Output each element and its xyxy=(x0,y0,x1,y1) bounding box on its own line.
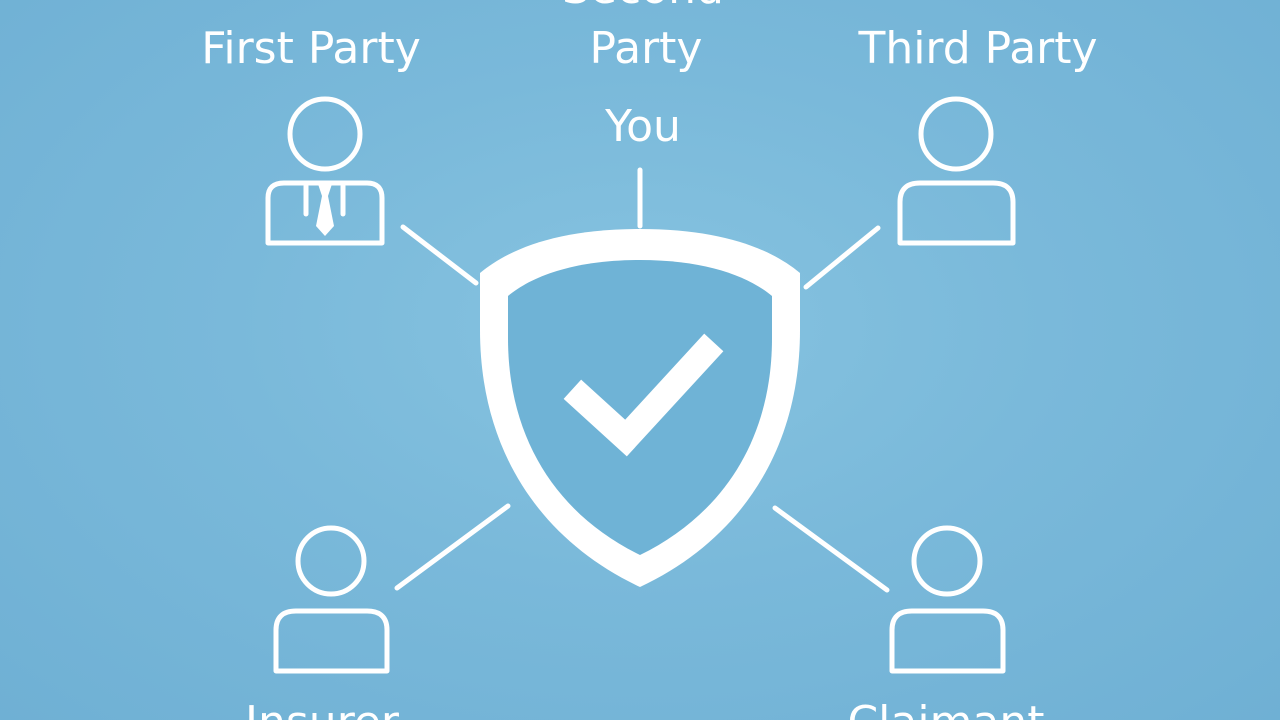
person-icon xyxy=(897,96,1016,246)
connector-insurer xyxy=(394,503,511,591)
second-party-label-line2: Party xyxy=(590,23,703,74)
person-with-tie-icon xyxy=(265,96,385,246)
person-icon xyxy=(273,525,390,674)
node-insurer: Insurer xyxy=(245,525,400,720)
second-party-sublabel: You xyxy=(604,101,681,152)
node-first-party: First Party xyxy=(201,23,421,246)
node-third-party: Third Party xyxy=(857,23,1098,246)
second-party-label-line1: Second xyxy=(562,0,724,14)
third-party-label: Third Party xyxy=(857,23,1097,74)
first-party-label: First Party xyxy=(201,23,420,74)
connector-claimant xyxy=(772,505,890,593)
connector-first-party xyxy=(400,224,479,286)
claimant-label: Claimant xyxy=(847,697,1044,720)
connector-third-party xyxy=(803,225,881,290)
shield-check-icon xyxy=(480,229,800,587)
node-second-party: Second Party You xyxy=(562,0,724,152)
insurer-label: Insurer xyxy=(245,697,400,720)
checkmark-icon xyxy=(563,333,724,457)
node-claimant: Claimant xyxy=(847,525,1045,720)
person-icon xyxy=(889,525,1006,674)
